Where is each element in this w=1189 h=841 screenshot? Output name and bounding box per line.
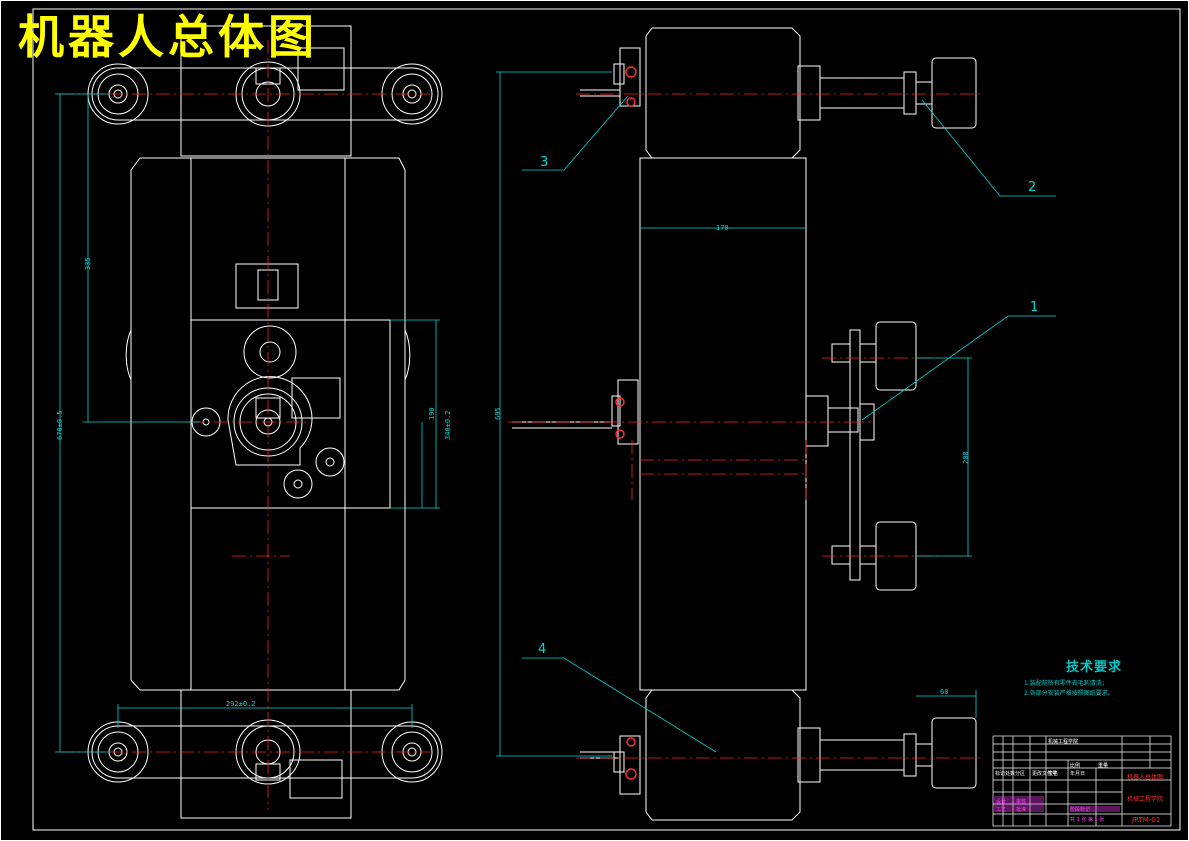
tb-rev-6: 年月日 xyxy=(1070,771,1086,777)
tb-drawing-number: JRTM-01 xyxy=(1132,816,1161,824)
dim-60: 60 xyxy=(940,688,949,696)
balloon-4: 4 xyxy=(538,642,547,657)
top-view-centerlines xyxy=(60,40,430,810)
side-view-accents xyxy=(615,66,637,780)
tech-requirement-2: 2.各部分安装严格按照图纸要求。 xyxy=(1024,690,1114,697)
top-view-dimensions xyxy=(55,93,440,753)
wheel-arm-top xyxy=(91,67,439,121)
main-body xyxy=(130,157,406,691)
side-view xyxy=(512,27,977,821)
dim-208: 208 xyxy=(962,451,970,464)
dim-335: 335 xyxy=(84,257,92,270)
tb-design-label: 设计 xyxy=(996,799,1007,805)
tb-name: 机器人总体图 xyxy=(1127,774,1164,781)
tb-check-label: 审核 xyxy=(1016,799,1027,805)
tb-name-2: 机械工程学院 xyxy=(1127,796,1164,803)
tech-requirement-1: 1.装配前所有零件去毛刺清洗； xyxy=(1024,680,1108,687)
dim-670: 670±0.5 xyxy=(56,410,64,440)
balloon-3: 3 xyxy=(540,155,549,170)
tb-sheet-label: 共 1 张 第 1 张 xyxy=(1070,817,1105,823)
side-frame-lower xyxy=(645,689,801,821)
wheel-arm-bottom xyxy=(91,725,439,779)
tb-scale-label: 比例 xyxy=(1070,763,1081,769)
side-view-centerlines xyxy=(508,93,980,759)
side-body xyxy=(639,157,807,691)
tb-rev-5: 签名 xyxy=(1048,771,1059,777)
side-frame-upper xyxy=(645,27,801,159)
side-view-dimensions xyxy=(496,71,1056,757)
dim-170: 170 xyxy=(716,224,729,232)
dim-340: 340±0.2 xyxy=(444,410,452,440)
top-frame-lower xyxy=(180,689,352,819)
dim-190: 190 xyxy=(428,407,436,420)
tb-stage-label: 阶段标记 xyxy=(1070,807,1091,813)
tb-approve-label: 批准 xyxy=(1016,807,1027,813)
inner-border xyxy=(32,8,1181,831)
tb-rev-2: 处数 xyxy=(1005,771,1016,777)
balloon-1: 1 xyxy=(1030,300,1039,315)
dim-695: 695 xyxy=(494,407,502,420)
dim-292: 292±0.2 xyxy=(226,700,256,708)
balloon-2: 2 xyxy=(1028,180,1037,195)
tb-school: 机械工程学院 xyxy=(1048,739,1079,745)
tb-rev-1: 标记 xyxy=(995,771,1006,777)
drawing-title: 机器人总体图 xyxy=(18,10,318,64)
tb-weight-label: 重量 xyxy=(1098,763,1109,769)
tb-process-label: 工艺 xyxy=(996,807,1007,813)
tb-rev-4: 更改文件号 xyxy=(1032,771,1058,777)
control-plate xyxy=(190,319,391,509)
top-frame-upper xyxy=(180,25,352,157)
tech-requirements-title: 技术要求 xyxy=(1066,660,1123,675)
tb-rev-3: 分区 xyxy=(1015,771,1026,777)
title-block xyxy=(992,735,1172,827)
